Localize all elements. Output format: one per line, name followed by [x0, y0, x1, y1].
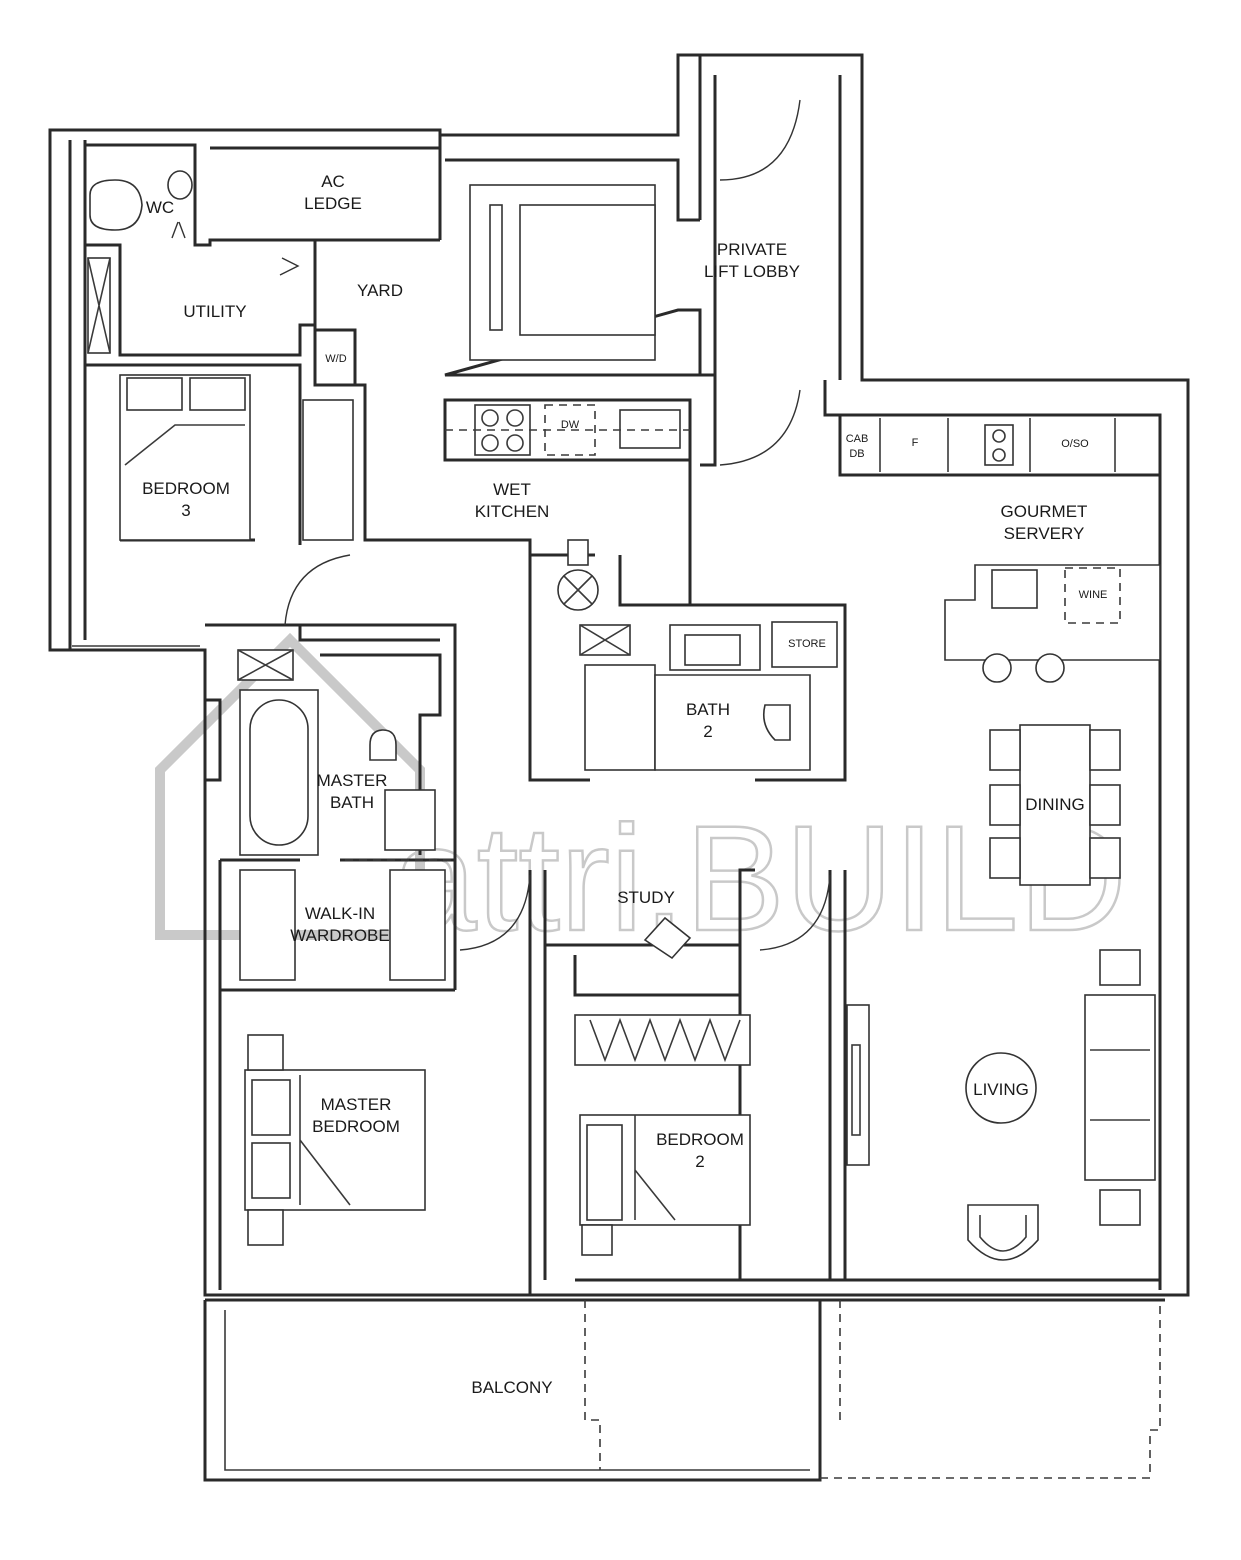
- label-wd: W/D: [325, 353, 346, 365]
- label-study: STUDY: [617, 888, 675, 907]
- label-utility: UTILITY: [183, 302, 246, 321]
- label-servery-1: GOURMET: [1001, 502, 1088, 521]
- label-wine: WINE: [1079, 589, 1108, 601]
- label-fridge: F: [912, 437, 919, 449]
- interior-walls: [85, 55, 1162, 1295]
- doors: [171, 99, 831, 951]
- label-cab: CAB: [846, 433, 869, 445]
- label-wc: WC: [146, 198, 174, 217]
- label-dw: DW: [561, 419, 580, 431]
- label-bedroom2-2: 2: [695, 1152, 704, 1171]
- watermark-house-icon: [155, 632, 425, 940]
- label-bath2-2: 2: [703, 722, 712, 741]
- label-bath2-1: BATH: [686, 700, 730, 719]
- label-wardrobe-1: WALK-IN: [305, 904, 375, 923]
- label-lift-lobby-1: PRIVATE: [717, 240, 787, 259]
- label-bedroom2-1: BEDROOM: [656, 1130, 744, 1149]
- label-yard: YARD: [357, 281, 403, 300]
- label-servery-2: SERVERY: [1004, 524, 1085, 543]
- label-master-bedroom-1: MASTER: [321, 1095, 392, 1114]
- balcony-area: [203, 1298, 1165, 1482]
- label-ac-ledge-2: LEDGE: [304, 194, 362, 213]
- label-wet-kitchen-2: KITCHEN: [475, 502, 550, 521]
- label-wet-kitchen-1: WET: [493, 480, 531, 499]
- label-living: LIVING: [973, 1080, 1029, 1099]
- label-store: STORE: [788, 638, 826, 650]
- label-master-bath-1: MASTER: [317, 771, 388, 790]
- label-wardrobe-2: WARDROBE: [290, 926, 390, 945]
- label-bedroom3-1: BEDROOM: [142, 479, 230, 498]
- label-master-bedroom-2: BEDROOM: [312, 1117, 400, 1136]
- label-balcony: BALCONY: [471, 1378, 552, 1397]
- label-master-bath-2: BATH: [330, 793, 374, 812]
- label-dining: DINING: [1025, 795, 1085, 814]
- label-bedroom3-2: 3: [181, 501, 190, 520]
- label-ac-ledge-1: AC: [321, 172, 345, 191]
- label-lift-lobby-2: LIFT LOBBY: [704, 262, 800, 281]
- room-labels: AC LEDGE WC UTILITY YARD W/D PRIVATE LIF…: [142, 172, 1107, 1397]
- label-db: DB: [849, 448, 864, 460]
- furniture: [87, 170, 1161, 1261]
- label-oso: O/SO: [1061, 438, 1089, 450]
